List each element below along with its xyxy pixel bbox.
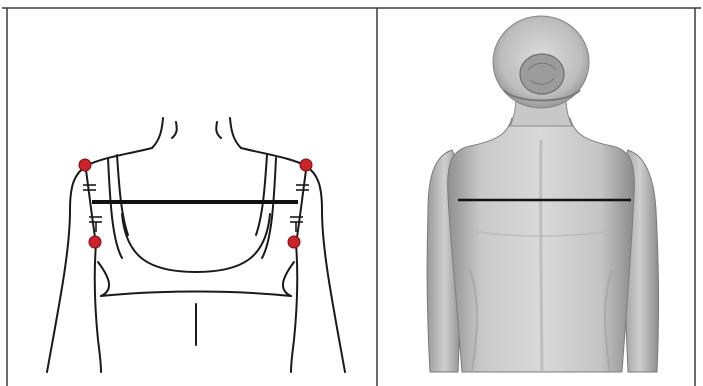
neck-inner-left (172, 122, 177, 138)
body-outline-right (241, 148, 345, 372)
armpit-left (86, 170, 96, 244)
landmark-dot-armpit-right (288, 236, 300, 248)
bra-side-right (283, 262, 294, 296)
equal-mark-lower-right (290, 217, 303, 232)
equal-mark-upper-left (83, 185, 96, 190)
neck-outline-left (152, 118, 163, 148)
body-outline-left (47, 148, 152, 372)
strap-right-inner (256, 155, 267, 235)
landmark-dot-shoulder-right (300, 159, 312, 171)
bra-band (101, 292, 291, 297)
strap-left-outer (108, 158, 122, 258)
bra-side-left (98, 262, 109, 296)
neck-inner-right (216, 122, 221, 138)
scan-spine-shadow (541, 140, 542, 372)
strap-right-outer (262, 158, 276, 258)
equal-mark-upper-right (296, 185, 309, 190)
equal-mark-lower-left (89, 217, 102, 232)
bra-back (122, 214, 270, 272)
landmark-dot-shoulder-left (79, 159, 91, 171)
armpit-right (296, 170, 306, 244)
right-panel-scan (427, 16, 658, 372)
scan-hair-bun (520, 54, 564, 94)
neck-outline-right (230, 118, 241, 148)
landmark-dot-armpit-left (89, 236, 101, 248)
